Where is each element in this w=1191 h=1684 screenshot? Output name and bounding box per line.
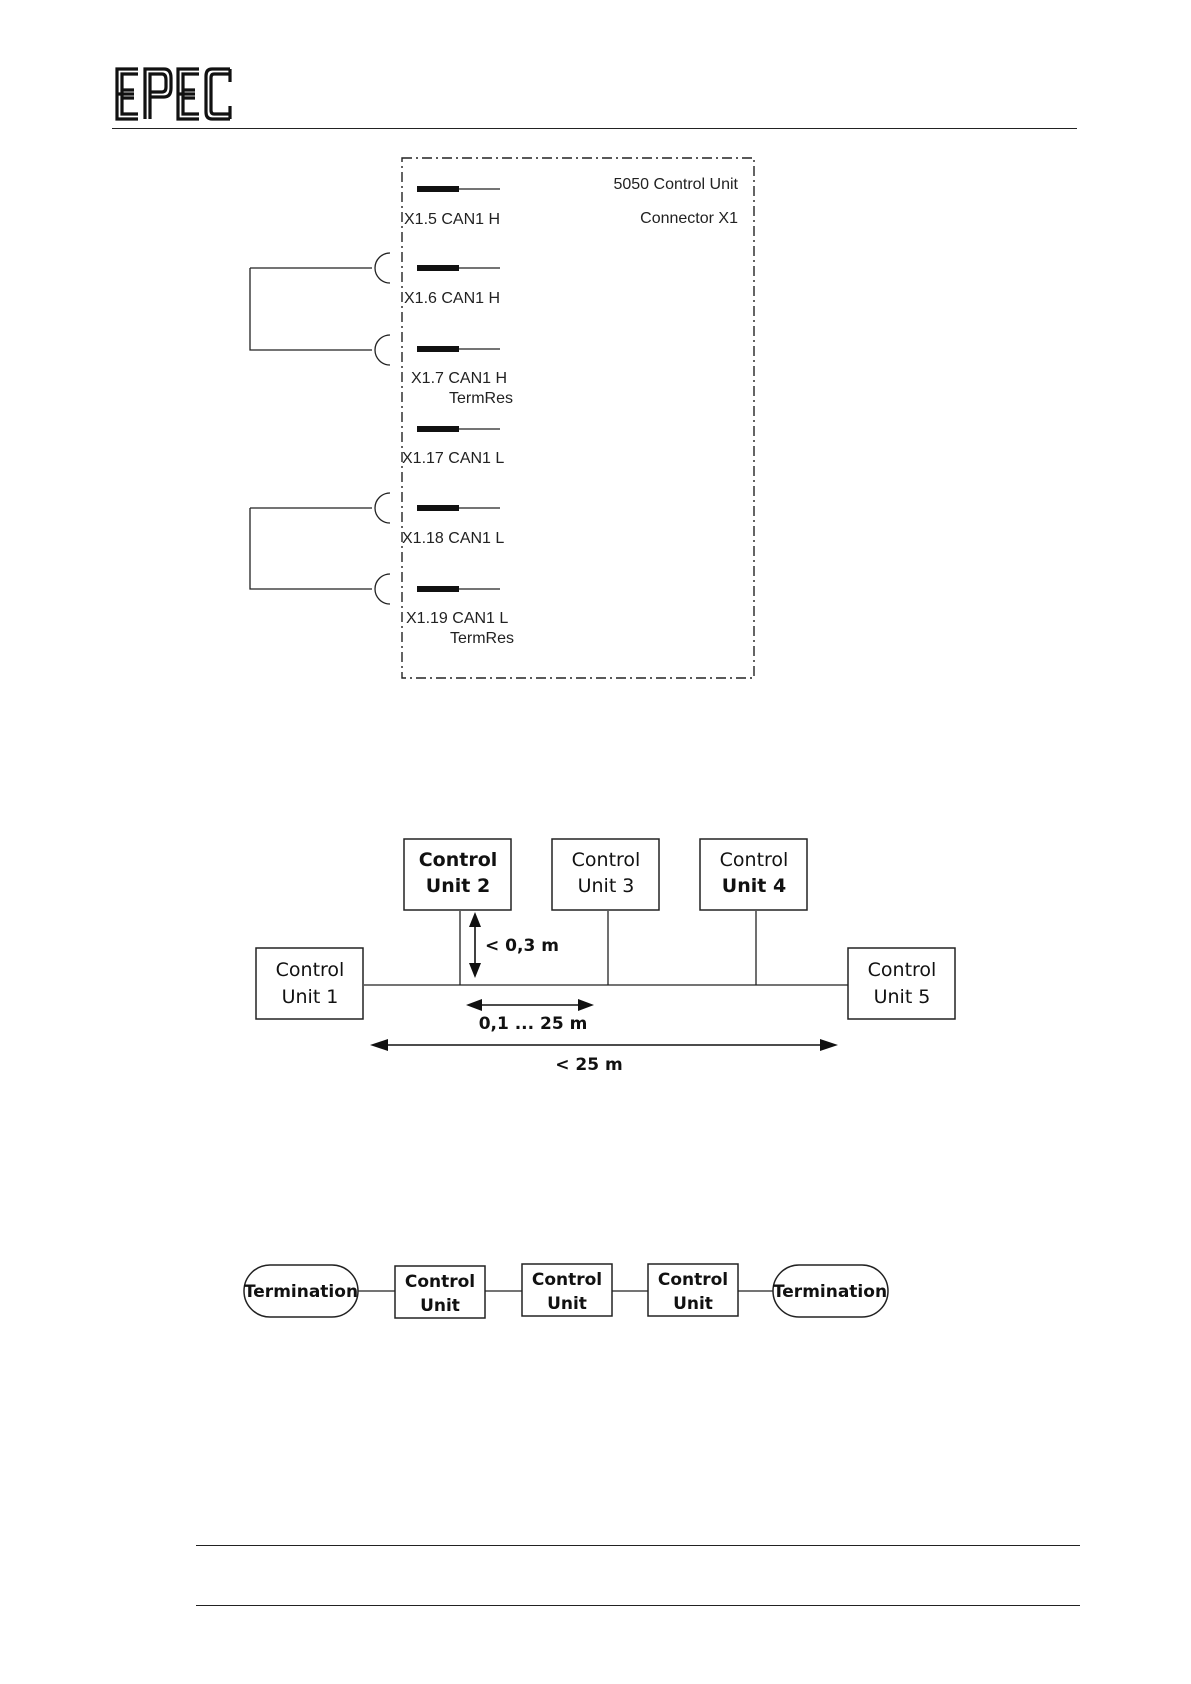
stub-length-arrow [469,912,481,978]
pin-sublabel: TermRes [449,390,513,407]
svg-text:Unit 1: Unit 1 [282,986,339,1008]
svg-text:Unit: Unit [547,1294,587,1314]
pin-label: X1.5 CAN1 H [404,211,500,228]
pin-x1-7: X1.7 CAN1 H TermRes [411,346,513,407]
termination-right: Termination [773,1265,888,1317]
svg-text:Unit 4: Unit 4 [722,875,786,897]
jumper-can-h [250,253,390,365]
pin-label: X1.17 CAN1 L [402,450,504,467]
pin-x1-5: X1.5 CAN1 H [404,186,500,228]
svg-text:Control: Control [276,959,345,981]
jumper-can-l [250,493,390,604]
stub-length-label: < 0,3 m [485,936,559,956]
total-length-arrow [370,1039,838,1051]
pin-x1-17: X1.17 CAN1 L [402,426,504,467]
control-unit-boundary [402,158,754,678]
svg-text:Unit 2: Unit 2 [426,875,490,897]
bus-topology: Control Unit 1 Control Unit 2 Control Un… [256,839,955,1075]
pin-label: X1.7 CAN1 H [411,370,507,387]
svg-text:Unit 3: Unit 3 [578,875,635,897]
footer-rule-bottom [196,1605,1080,1606]
chain-control-unit-2: Control Unit [522,1264,612,1316]
pin-x1-19: X1.19 CAN1 L TermRes [406,586,514,647]
control-unit-3: Control Unit 3 [552,839,659,910]
svg-text:Control: Control [572,849,641,871]
svg-text:Unit: Unit [673,1294,713,1314]
termination-left: Termination [244,1265,358,1317]
pin-label: X1.19 CAN1 L [406,610,508,627]
total-length-label: < 25 m [555,1055,622,1075]
svg-text:Termination: Termination [244,1282,358,1302]
control-unit-5: Control Unit 5 [848,948,955,1019]
unit-title: 5050 Control Unit [613,176,738,193]
svg-text:Control: Control [868,959,937,981]
chain-control-unit-1: Control Unit [395,1266,485,1318]
svg-text:Termination: Termination [773,1282,887,1302]
footer-rule-top [196,1545,1080,1546]
connector-diagram: 5050 Control Unit Connector X1 X1.5 CAN1… [250,158,754,678]
svg-text:Unit 5: Unit 5 [874,986,931,1008]
connector-label: Connector X1 [640,210,738,227]
pin-label: X1.6 CAN1 H [404,290,500,307]
pin-label: X1.18 CAN1 L [402,530,504,547]
pin-x1-18: X1.18 CAN1 L [402,505,504,547]
termination-chain: Termination Control Unit Control Unit Co… [244,1264,888,1318]
control-unit-1: Control Unit 1 [256,948,363,1019]
svg-text:Control: Control [720,849,789,871]
svg-text:Unit: Unit [420,1296,460,1316]
spacing-label: 0,1 ... 25 m [479,1014,588,1034]
svg-text:Control: Control [658,1270,728,1290]
svg-text:Control: Control [419,849,498,871]
control-unit-4: Control Unit 4 [700,839,807,910]
spacing-arrow [466,999,594,1011]
svg-text:Control: Control [532,1270,602,1290]
control-unit-2: Control Unit 2 [404,839,511,910]
svg-text:Control: Control [405,1272,475,1292]
pin-x1-6: X1.6 CAN1 H [404,265,500,307]
chain-control-unit-3: Control Unit [648,1264,738,1316]
pin-sublabel: TermRes [450,630,514,647]
